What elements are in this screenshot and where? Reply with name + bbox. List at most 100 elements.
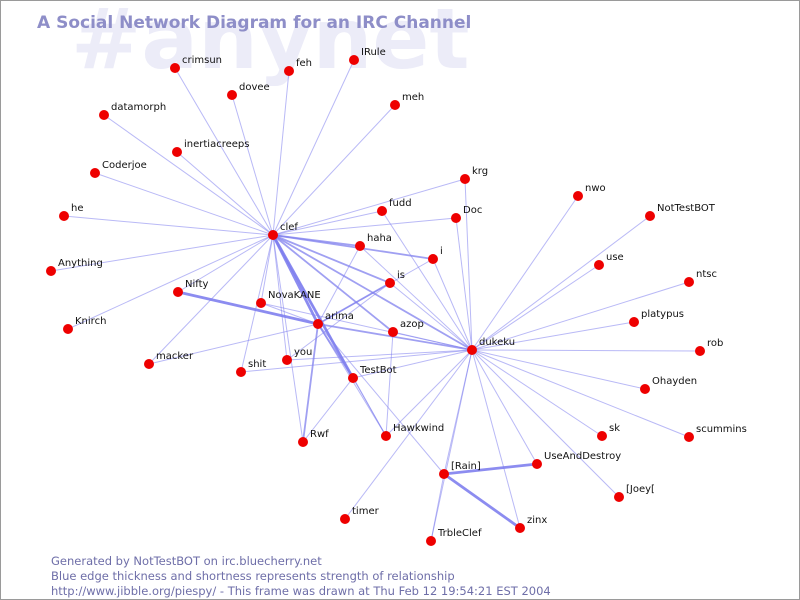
node-rob: rob: [695, 338, 723, 356]
node-hawkwind: Hawkwind: [381, 423, 444, 441]
node-coderjoe: Coderjoe: [90, 160, 147, 178]
node-label: haha: [367, 233, 392, 244]
edge-dukeku-i: [432, 258, 473, 351]
node-label: i: [440, 246, 443, 257]
node-dot: [573, 191, 583, 201]
node-label: inertiacreeps: [184, 139, 249, 150]
node-is: is: [385, 270, 405, 288]
edge-clef-you: [272, 234, 288, 361]
footer-frame-info: http://www.jibble.org/piespy/ - This fra…: [51, 584, 551, 598]
node-label: TrbleClef: [437, 528, 482, 539]
node-label: Knirch: [75, 316, 106, 327]
node-dot: [640, 384, 650, 394]
node-he: he: [59, 203, 84, 221]
node-dot: [349, 55, 359, 65]
edge-clef-i: [272, 234, 434, 260]
node-label: UseAndDestroy: [544, 451, 621, 462]
edge-dukeku-TestBot: [352, 349, 473, 379]
node-crimsun: crimsun: [170, 55, 222, 73]
node-dot: [170, 63, 180, 73]
edge-dukeku-krg: [464, 178, 473, 351]
edge-clef-datamorph: [103, 114, 274, 236]
node-label: krg: [472, 166, 488, 177]
edge-dukeku-ntsc: [471, 281, 690, 351]
node-label: you: [294, 347, 312, 358]
edge-dukeku-nwo: [471, 195, 579, 351]
node-label: meh: [402, 92, 424, 103]
node-label: platypus: [641, 309, 684, 320]
node-dot: [460, 174, 470, 184]
edge-clef-krg: [272, 178, 466, 236]
node-joey: [Joey[: [614, 484, 655, 502]
edge-clef-Doc: [272, 217, 457, 236]
edge-TestBot-Hawkwind: [352, 377, 387, 437]
node-azop: azop: [388, 319, 424, 337]
node-nottestbot: NotTestBOT: [645, 203, 716, 221]
node-label: [Rain]: [451, 461, 481, 472]
node-shit: shit: [236, 359, 266, 377]
node-rwf: Rwf: [298, 429, 329, 447]
node-zinx: zinx: [515, 515, 547, 533]
node-haha: haha: [355, 233, 392, 251]
node-label: NotTestBOT: [657, 203, 716, 214]
node-dot: [268, 230, 278, 240]
edge-clef-Anything: [50, 234, 274, 272]
node-label: is: [397, 270, 405, 281]
node-dot: [645, 211, 655, 221]
node-dot: [282, 355, 292, 365]
node-label: he: [71, 203, 84, 214]
edge-arima-Rain: [317, 323, 445, 475]
node-trbleclef: TrbleClef: [426, 528, 482, 546]
node-dot: [695, 346, 705, 356]
node-i: i: [428, 246, 443, 264]
node-macker: macker: [144, 351, 194, 369]
node-clef: clef: [268, 222, 298, 240]
node-dot: [426, 536, 436, 546]
node-dot: [284, 66, 294, 76]
node-label: Rwf: [310, 429, 329, 440]
node-label: Ohayden: [652, 376, 697, 387]
node-dot: [467, 345, 477, 355]
node-sk: sk: [597, 423, 620, 441]
edge-layer: [50, 59, 701, 542]
node-meh: meh: [390, 92, 424, 110]
node-label: dovee: [239, 82, 270, 93]
edge-arima-macker: [148, 323, 319, 365]
edge-clef-fudd: [272, 210, 383, 236]
edge-azop-Hawkwind: [385, 331, 394, 437]
node-label: dukeku: [479, 337, 515, 348]
node-label: IRule: [361, 47, 386, 58]
node-label: sk: [609, 423, 620, 434]
node-dot: [428, 254, 438, 264]
edge-dukeku-fudd: [381, 210, 473, 351]
edge-dukeku-Doc: [455, 217, 473, 351]
node-dot: [173, 287, 183, 297]
edge-clef-he: [63, 215, 274, 236]
footer-generated-by: Generated by NotTestBOT on irc.bluecherr…: [51, 554, 322, 568]
node-platypus: platypus: [629, 309, 684, 327]
node-label: scummins: [696, 424, 747, 435]
node-label: feh: [296, 58, 312, 69]
diagram-title: A Social Network Diagram for an IRC Chan…: [37, 13, 472, 33]
node-you: you: [282, 347, 312, 365]
node-dot: [236, 367, 246, 377]
node-dukeku: dukeku: [467, 337, 515, 355]
node-novakane: NovaKANE: [256, 290, 321, 308]
edge-Rain-TrbleClef: [430, 473, 445, 542]
node-dot: [99, 110, 109, 120]
node-dot: [63, 324, 73, 334]
edge-clef-Nifty: [177, 234, 274, 293]
node-anything: Anything: [46, 258, 103, 276]
edge-clef-inertiacreeps: [176, 151, 274, 236]
edge-clef-is: [272, 234, 391, 284]
node-dot: [390, 100, 400, 110]
node-dot: [256, 298, 266, 308]
node-fudd: fudd: [377, 198, 412, 216]
edge-dukeku-zinx: [471, 349, 521, 529]
edge-is-you: [286, 282, 391, 361]
node-dot: [348, 373, 358, 383]
node-irule: IRule: [349, 47, 386, 65]
edge-dukeku-UseAndDestroy: [471, 349, 538, 465]
node-dot: [684, 277, 694, 287]
